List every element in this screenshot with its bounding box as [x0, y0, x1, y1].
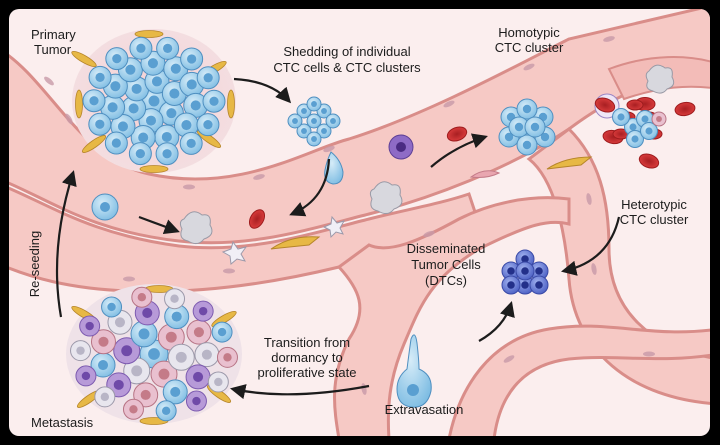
- label-shedding-2: CTC cells & CTC clusters: [273, 60, 421, 75]
- label-dtc-3: (DTCs): [425, 273, 467, 288]
- label-homotypic-1: Homotypic: [498, 25, 560, 40]
- label-transition-1: Transition from: [264, 335, 350, 350]
- label-primary-tumor-1: Primary: [31, 27, 76, 42]
- label-homotypic-2: CTC cluster: [495, 40, 564, 55]
- arrow-to-homotypic: [430, 133, 488, 168]
- white-blood-cell-icon: [179, 64, 675, 245]
- single-ctc-icon: [91, 193, 119, 221]
- platelet-icon: [221, 215, 346, 265]
- metastasis-mass: [66, 284, 242, 425]
- label-dtc-1: Disseminated: [407, 241, 486, 256]
- extravasating-cell-icon: [396, 334, 432, 408]
- label-reseeding: Re-seeding: [27, 231, 42, 298]
- tumor-mass-icon: [71, 30, 235, 173]
- arrow-transition-to-metastasis: [229, 384, 370, 400]
- label-extravasation: Extravasation: [385, 402, 464, 417]
- right-branch-vessel: [526, 127, 710, 405]
- arrow-heterotypic-to-dtc: [560, 216, 621, 276]
- arrow-shedding-to-vessel: [289, 158, 331, 217]
- labels: Primary Tumor Shedding of individual CTC…: [27, 25, 689, 430]
- ctc-cluster-icon: [287, 96, 341, 147]
- label-shedding-1: Shedding of individual: [283, 44, 410, 59]
- metastasis-diagram: Primary Tumor Shedding of individual CTC…: [9, 9, 710, 436]
- homotypic-cluster-icon: [498, 98, 556, 156]
- label-heterotypic-1: Heterotypic: [621, 197, 687, 212]
- loop-vessel: [333, 196, 571, 436]
- metastasis-cells-icon: [70, 285, 238, 425]
- heterotypic-cluster-icon: [612, 99, 667, 148]
- label-transition-3: proliferative state: [258, 365, 357, 380]
- label-metastasis: Metastasis: [31, 415, 94, 430]
- blood-vessel-network: [9, 9, 710, 436]
- arrow-extravasation-to-dtc: [478, 301, 515, 342]
- arrow-ctc-to-wbc: [138, 215, 180, 234]
- dtc-cluster-icon: [501, 249, 549, 295]
- label-dtc-2: Tumor Cells: [411, 257, 481, 272]
- arrow-icon: [55, 77, 621, 400]
- fibroblast-icon: [270, 156, 593, 250]
- diagram-panel: Primary Tumor Shedding of individual CTC…: [9, 9, 710, 436]
- arrow-tumor-to-shedding: [233, 77, 292, 104]
- arrow-reseeding: [55, 170, 77, 318]
- label-primary-tumor-2: Tumor: [34, 42, 72, 57]
- primary-tumor: [71, 29, 236, 173]
- label-transition-2: dormancy to: [271, 350, 343, 365]
- circulating-cells: [91, 64, 696, 408]
- label-heterotypic-2: CTC cluster: [620, 212, 689, 227]
